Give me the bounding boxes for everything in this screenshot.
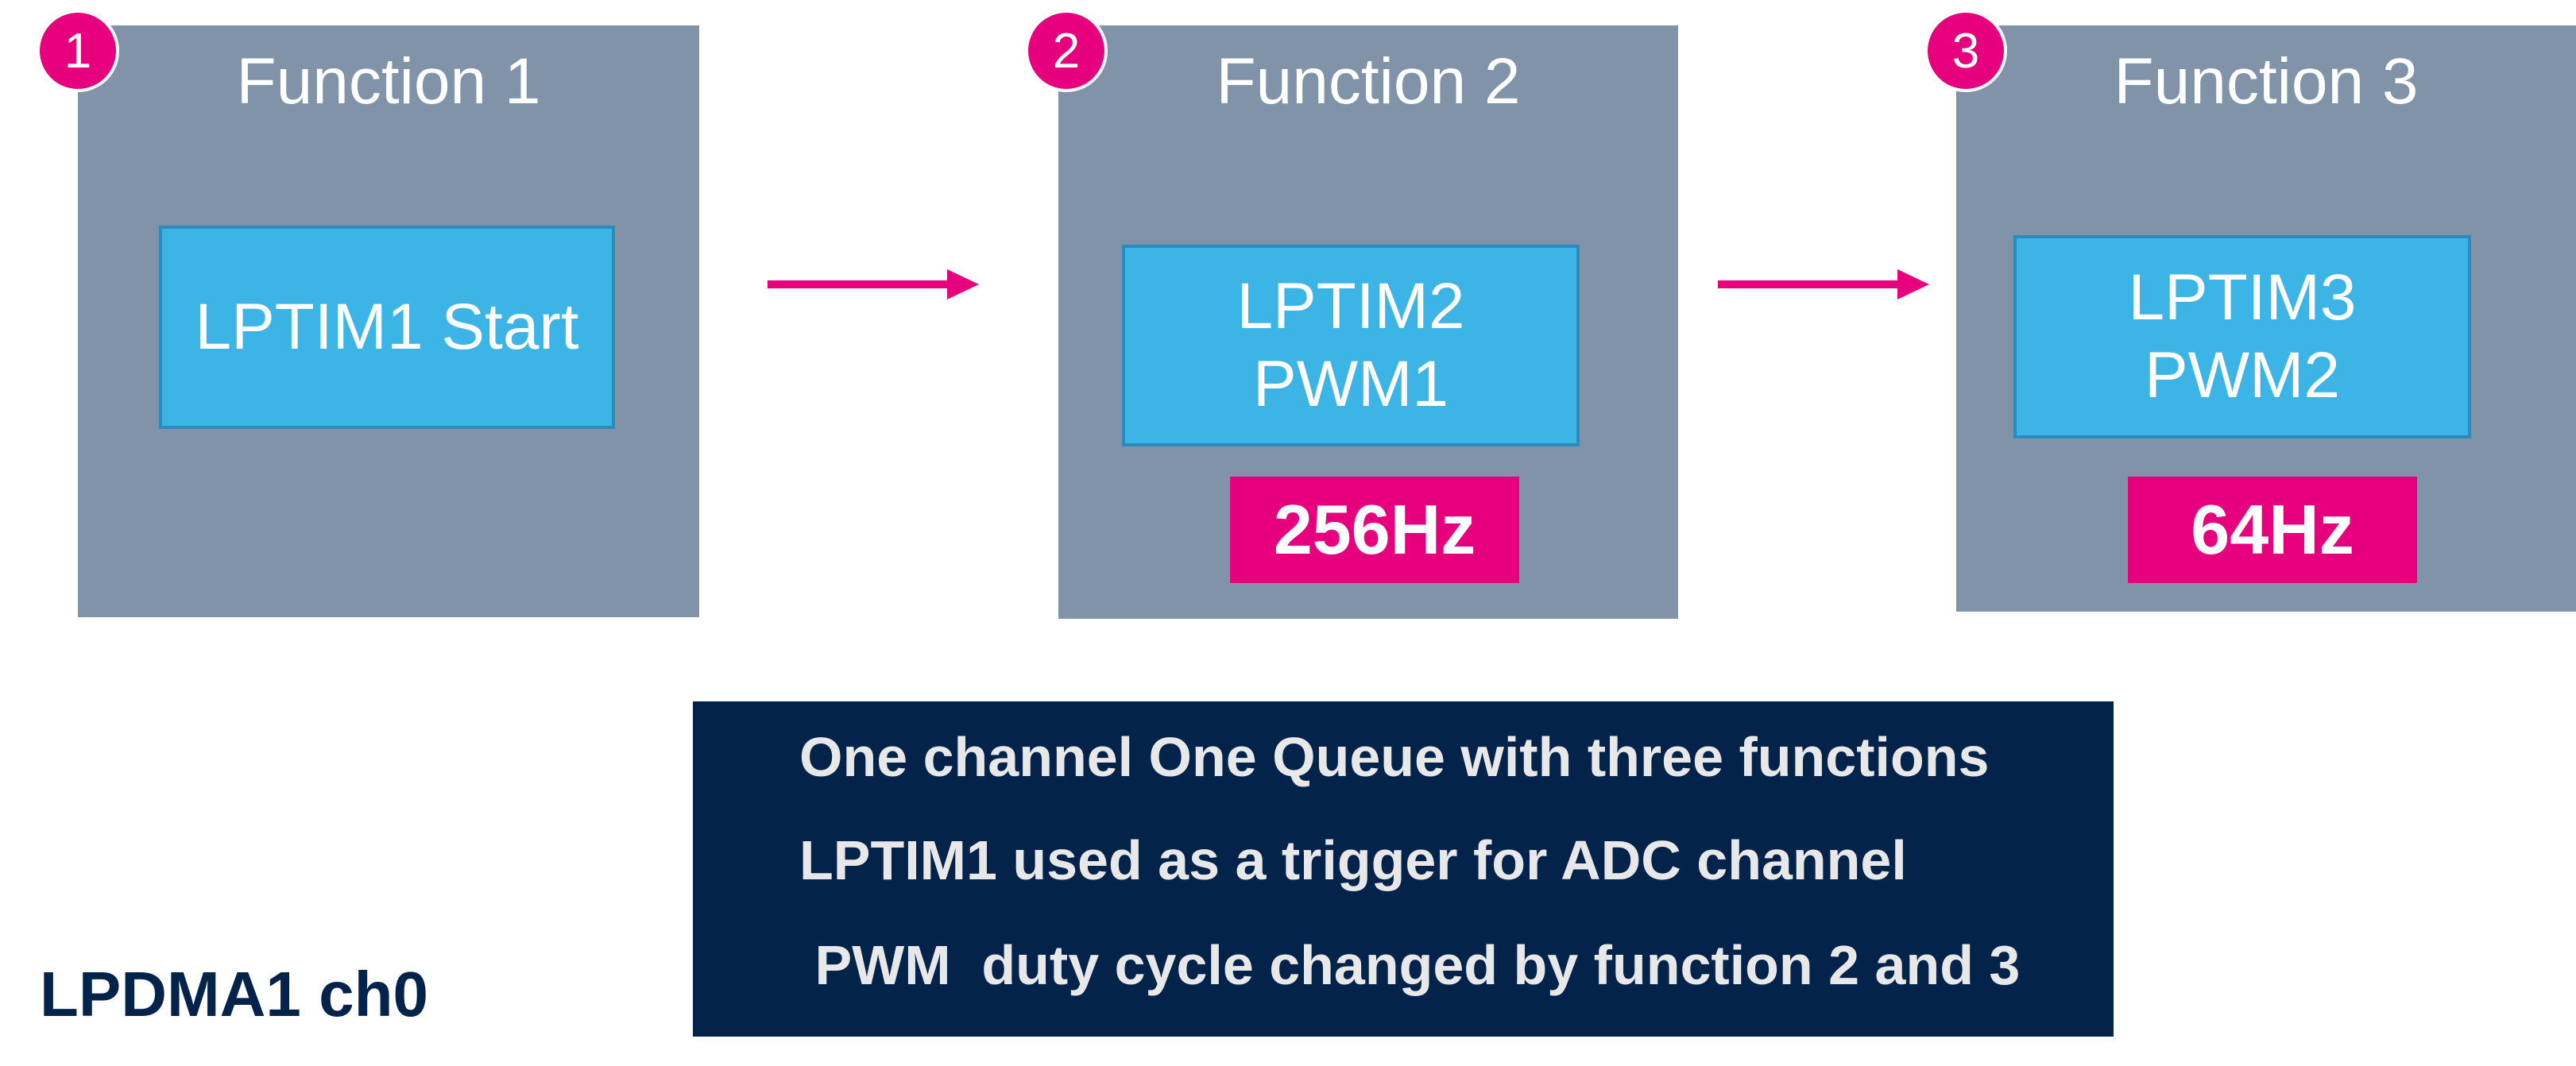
- info-line-2: LPTIM1 used as a trigger for ADC channel: [799, 829, 1907, 891]
- function-2-box: Function 2 LPTIM2 PWM1 256Hz: [1058, 25, 1678, 619]
- channel-label: LPDMA1 ch0: [40, 959, 428, 1029]
- function-3-title: Function 3: [2114, 45, 2419, 118]
- function-1-title: Function 1: [236, 45, 541, 118]
- function-3-block-line-2: PWM2: [2145, 339, 2340, 411]
- function-3-box: Function 3 LPTIM3 PWM2 64Hz: [1956, 25, 2576, 612]
- function-1-box: Function 1 LPTIM1 Start: [78, 25, 699, 617]
- info-panel: One channel One Queue with three functio…: [693, 701, 2114, 1037]
- function-3-frequency-badge: 64Hz: [2128, 477, 2417, 583]
- step-2-badge: 2: [1025, 10, 1108, 92]
- function-2-frequency-badge: 256Hz: [1230, 477, 1519, 583]
- arrow-icon: [768, 269, 979, 299]
- function-1-block-line-1: LPTIM1 Start: [195, 290, 579, 363]
- arrow-icon: [1718, 269, 1929, 299]
- function-2-title: Function 2: [1216, 45, 1521, 118]
- function-3-block-line-1: LPTIM3: [2128, 261, 2357, 334]
- step-1-badge: 1: [37, 10, 119, 92]
- function-2-block: LPTIM2 PWM1: [1122, 245, 1580, 446]
- info-line-3: PWM duty cycle changed by function 2 and…: [799, 934, 2021, 996]
- info-line-1: One channel One Queue with three functio…: [799, 726, 1990, 788]
- step-3-badge: 3: [1924, 10, 2007, 92]
- function-3-block: LPTIM3 PWM2: [2013, 235, 2471, 438]
- function-2-block-line-2: PWM1: [1253, 348, 1449, 420]
- function-1-block: LPTIM1 Start: [159, 226, 615, 429]
- function-2-block-line-1: LPTIM2: [1236, 269, 1465, 342]
